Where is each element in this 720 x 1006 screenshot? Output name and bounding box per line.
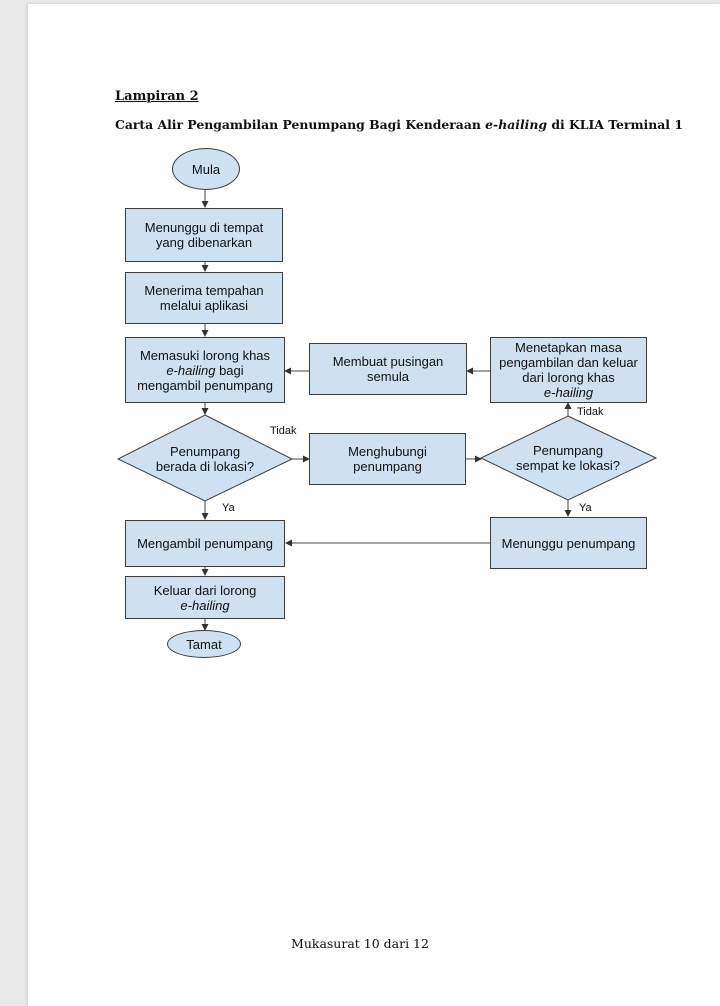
branch-label-yes-arrived: Ya [579,502,592,514]
start-node: Mula [172,148,240,190]
page-number: Mukasurat 10 dari 12 [291,936,429,951]
flowchart-title: Carta Alir Pengambilan Penumpang Bagi Ke… [115,117,683,132]
decision-location-text: Penumpang berada di lokasi? [155,444,255,474]
decision-location-shape [116,414,294,502]
set-time-step: Menetapkan masa pengambilan dan keluar d… [490,337,647,403]
appendix-heading: Lampiran 2 [115,89,199,104]
branch-label-yes-location: Ya [222,502,235,514]
wait-passenger-step: Menunggu penumpang [490,517,647,569]
decision-arrived-text: Penumpang sempat ke lokasi? [515,443,621,473]
end-node: Tamat [167,630,241,658]
contact-passenger-step: Menghubungi penumpang [309,433,466,485]
document-page [28,4,720,1006]
wait-place-step: Menunggu di tempat yang dibenarkan [125,208,283,262]
turn-back-step: Membuat pusingan semula [309,343,467,395]
pickup-passenger-step: Mengambil penumpang [125,520,285,567]
decision-arrived-shape [479,415,658,501]
branch-label-no-location: Tidak [270,425,297,437]
receive-booking-step: Menerima tempahan melalui aplikasi [125,272,283,324]
branch-label-no-arrived: Tidak [577,406,604,418]
